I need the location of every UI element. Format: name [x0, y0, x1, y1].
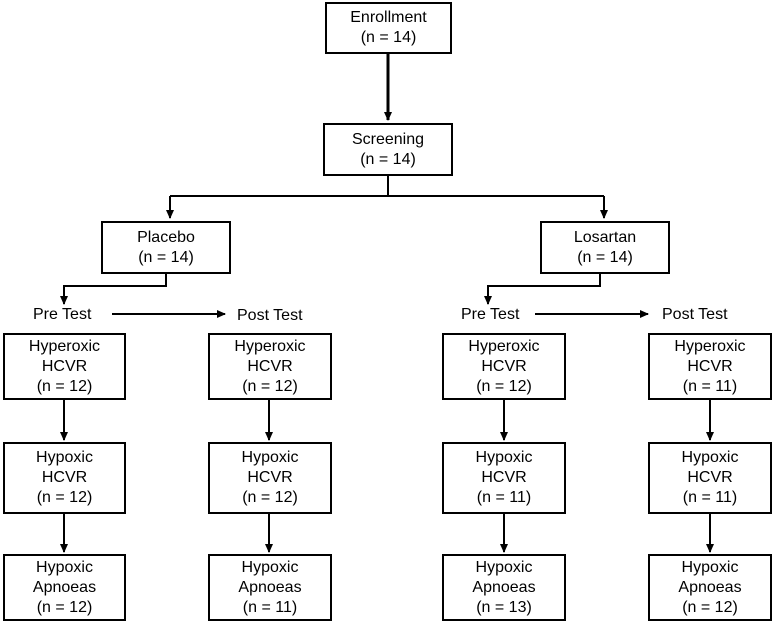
losartan-post-apnoeas-box: Hypoxic Apnoeas (n = 12)	[648, 554, 772, 621]
box-n: (n = 13)	[476, 598, 532, 616]
losartan-pre-test-label: Pre Test	[461, 306, 520, 323]
box-line-2: HCVR	[41, 357, 88, 375]
box-n: (n = 11)	[682, 377, 738, 395]
box-line-1: Hyperoxic	[234, 337, 306, 355]
placebo-post-hypoxic-box: Hypoxic HCVR (n = 12)	[208, 442, 332, 514]
losartan-pre-hyperoxic-box: Hyperoxic HCVR (n = 12)	[442, 333, 566, 400]
box-line-2: Apnoeas	[678, 578, 742, 596]
losartan-post-test-label: Post Test	[662, 306, 728, 323]
box-n: (n = 12)	[682, 598, 738, 616]
box-line-2: HCVR	[687, 469, 733, 486]
box-line-2: HCVR	[481, 469, 527, 486]
placebo-post-test-label: Post Test	[237, 307, 303, 324]
box-n: (n = 12)	[242, 489, 298, 506]
box-line-1: Hypoxic	[681, 449, 739, 466]
losartan-box: Losartan (n = 14)	[540, 221, 670, 274]
box-line-1: Hyperoxic	[28, 337, 101, 355]
box-line-1: Hyperoxic	[674, 337, 746, 355]
box-n: (n = 12)	[36, 598, 93, 616]
box-line-2: HCVR	[687, 357, 733, 375]
box-n: (n = 12)	[476, 377, 532, 395]
enrollment-n: (n = 14)	[360, 29, 417, 46]
losartan-post-hyperoxic-box: Hyperoxic HCVR (n = 11)	[648, 333, 772, 400]
box-n: (n = 11)	[242, 598, 298, 616]
losartan-post-hypoxic-box: Hypoxic HCVR (n = 11)	[648, 442, 772, 514]
box-line-2: HCVR	[481, 357, 527, 375]
box-line-2: HCVR	[41, 469, 88, 486]
placebo-box: Placebo (n = 14)	[101, 221, 231, 274]
placebo-n: (n = 14)	[138, 248, 194, 266]
enrollment-title: Enrollment	[350, 9, 427, 26]
losartan-pre-apnoeas-box: Hypoxic Apnoeas (n = 13)	[442, 554, 566, 621]
screening-n: (n = 14)	[360, 150, 416, 168]
box-line-1: Hypoxic	[681, 558, 739, 576]
placebo-pre-apnoeas-box: Hypoxic Apnoeas (n = 12)	[3, 554, 126, 621]
box-line-1: Hypoxic	[36, 558, 93, 576]
box-line-1: Hypoxic	[36, 449, 93, 466]
placebo-title: Placebo	[137, 228, 195, 246]
placebo-pre-test-label: Pre Test	[33, 306, 92, 323]
connector-placebo-pretest	[60, 274, 167, 305]
box-line-1: Hypoxic	[475, 558, 533, 576]
box-n: (n = 12)	[36, 489, 93, 506]
box-n: (n = 12)	[36, 377, 93, 395]
box-line-1: Hyperoxic	[468, 337, 540, 355]
box-line-1: Hypoxic	[241, 449, 299, 466]
screening-box: Screening (n = 14)	[323, 123, 453, 176]
box-line-2: HCVR	[247, 469, 293, 486]
box-line-2: Apnoeas	[32, 578, 97, 596]
placebo-post-apnoeas-box: Hypoxic Apnoeas (n = 11)	[208, 554, 332, 621]
box-line-1: Hypoxic	[241, 558, 299, 576]
box-n: (n = 12)	[242, 377, 298, 395]
box-line-2: Apnoeas	[238, 578, 302, 596]
box-n: (n = 11)	[476, 489, 532, 506]
losartan-n: (n = 14)	[577, 248, 633, 266]
connector-losartan-pretest	[484, 274, 601, 305]
losartan-title: Losartan	[573, 228, 637, 246]
placebo-post-hyperoxic-box: Hyperoxic HCVR (n = 12)	[208, 333, 332, 400]
box-n: (n = 11)	[682, 489, 738, 506]
box-line-2: HCVR	[247, 357, 293, 375]
placebo-pre-hyperoxic-box: Hyperoxic HCVR (n = 12)	[3, 333, 126, 400]
box-line-1: Hypoxic	[475, 449, 533, 466]
enrollment-box: Enrollment (n = 14)	[325, 2, 452, 54]
screening-title: Screening	[351, 130, 425, 148]
placebo-pre-hypoxic-box: Hypoxic HCVR (n = 12)	[3, 442, 126, 514]
box-line-2: Apnoeas	[472, 578, 536, 596]
losartan-pre-hypoxic-box: Hypoxic HCVR (n = 11)	[442, 442, 566, 514]
